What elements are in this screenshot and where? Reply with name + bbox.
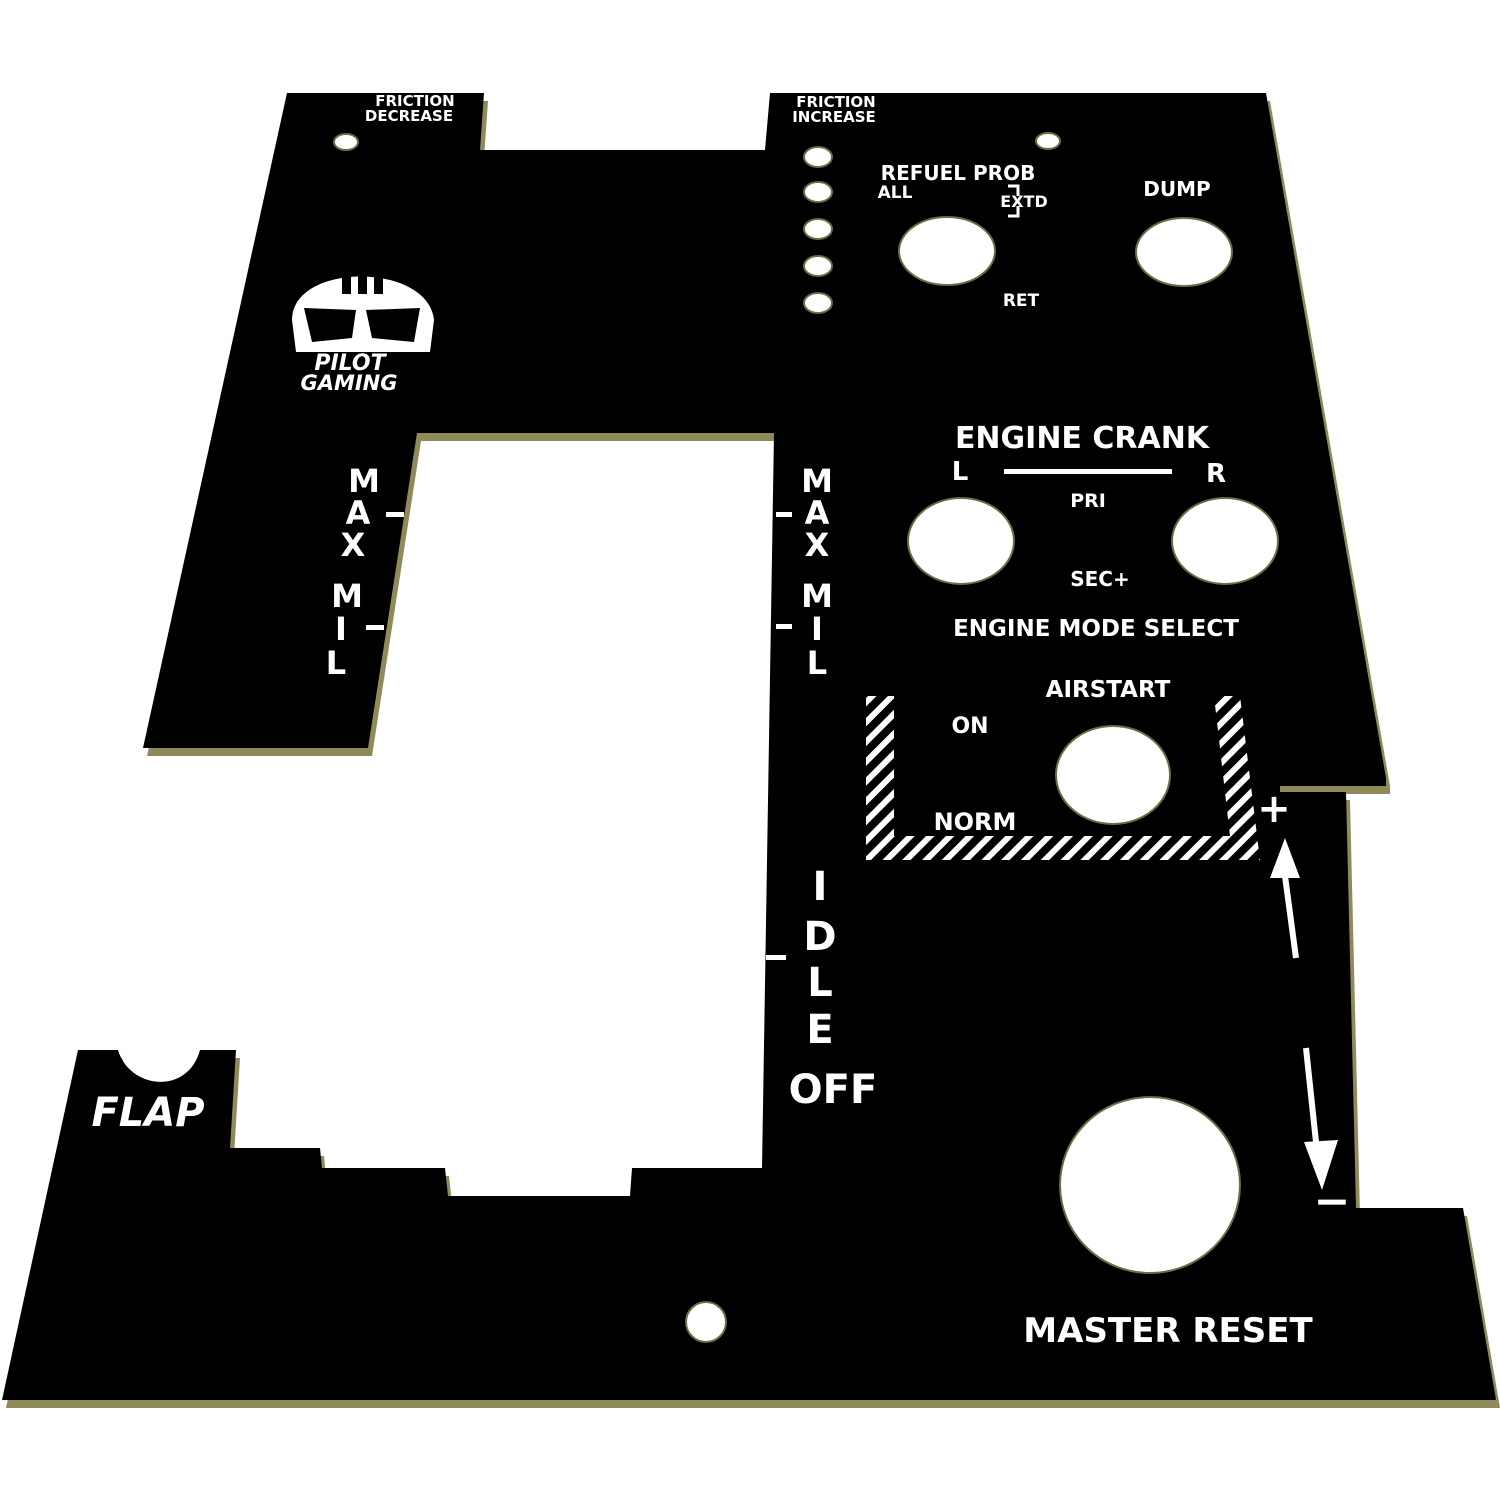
svg-text:L: L [807,960,833,1006]
mil-left-tick [366,625,384,630]
svg-text:A: A [346,494,371,532]
engine-crank-l-label: L [952,457,969,487]
master-reset-label: MASTER RESET [1023,1311,1313,1351]
max-right-tick [776,512,792,517]
svg-text:M: M [801,462,833,500]
mounting-hole-top-left [333,133,359,151]
friction-decrease-label-2: DECREASE [365,107,453,125]
svg-text:D: D [803,914,836,960]
refuel-extd-label: EXTD [1000,192,1047,211]
engine-crank-label: ENGINE CRANK [955,421,1211,456]
svg-text:I: I [813,864,828,910]
max-right-label: M A X [801,462,833,564]
logo-pilot-text: PILOT [314,351,387,376]
refuel-all-label: ALL [878,183,913,203]
extd-bracket-icon [1008,184,1020,218]
led-hole-2 [803,181,833,203]
svg-text:M: M [348,462,380,500]
arrow-down-icon [1303,1047,1338,1190]
led-hole-1 [803,146,833,168]
master-reset-button-hole[interactable] [1059,1096,1241,1274]
friction-increase-label-1: FRICTION [796,93,876,111]
svg-text:L: L [807,644,827,682]
refuel-prob-label: REFUEL PROB [881,161,1036,185]
svg-text:M: M [331,577,363,615]
svg-text:X: X [805,526,830,564]
friction-decrease-label-1: FRICTION [375,92,455,110]
led-hole-5 [803,292,833,314]
airstart-norm-label: NORM [934,808,1017,836]
logo-gaming-text: GAMING [300,371,397,395]
flap-label: FLAP [91,1090,204,1136]
airstart-guard-hatch [866,696,1260,860]
mil-right-label: M I L [801,577,833,682]
friction-plus-label: + [1257,786,1291,832]
led-hole-4 [803,255,833,277]
idle-tick [766,955,786,960]
engine-sec-label: SEC+ [1070,567,1130,591]
engine-mode-select-label: ENGINE MODE SELECT [953,616,1239,642]
svg-text:L: L [326,644,346,682]
mounting-hole-top-right [1035,132,1061,150]
arrow-up-icon [1270,838,1300,959]
airstart-label: AIRSTART [1046,677,1171,703]
refuel-ret-label: RET [1003,291,1040,311]
svg-text:E: E [806,1007,833,1053]
off-label: OFF [789,1067,878,1113]
max-left-tick [386,512,404,517]
idle-label: I D L E [803,864,836,1053]
led-hole-3 [803,218,833,240]
engine-crank-right-hole[interactable] [1171,497,1279,585]
engine-pri-label: PRI [1070,490,1106,512]
mil-left-label: M I L [326,577,363,682]
airstart-on-label: ON [951,714,988,739]
svg-text:A: A [805,494,830,532]
max-left-label: M A X [341,462,380,564]
mounting-hole-bottom [685,1301,727,1343]
friction-minus-label: − [1314,1176,1351,1227]
refuel-probe-switch-hole[interactable] [898,216,996,286]
friction-increase-label-2: INCREASE [792,108,876,126]
crank-divider [1004,469,1172,474]
engine-crank-r-label: R [1206,459,1226,489]
svg-text:I: I [811,610,823,648]
dump-switch-hole[interactable] [1135,217,1233,287]
svg-text:X: X [341,526,366,564]
dump-label: DUMP [1143,177,1210,201]
svg-text:I: I [335,610,347,648]
airstart-switch-hole[interactable] [1055,725,1171,825]
panel-face [2,93,1496,1400]
mil-right-tick [776,624,792,629]
pilot-helmet-icon [292,260,434,352]
svg-text:M: M [801,577,833,615]
engine-crank-left-hole[interactable] [907,497,1015,585]
